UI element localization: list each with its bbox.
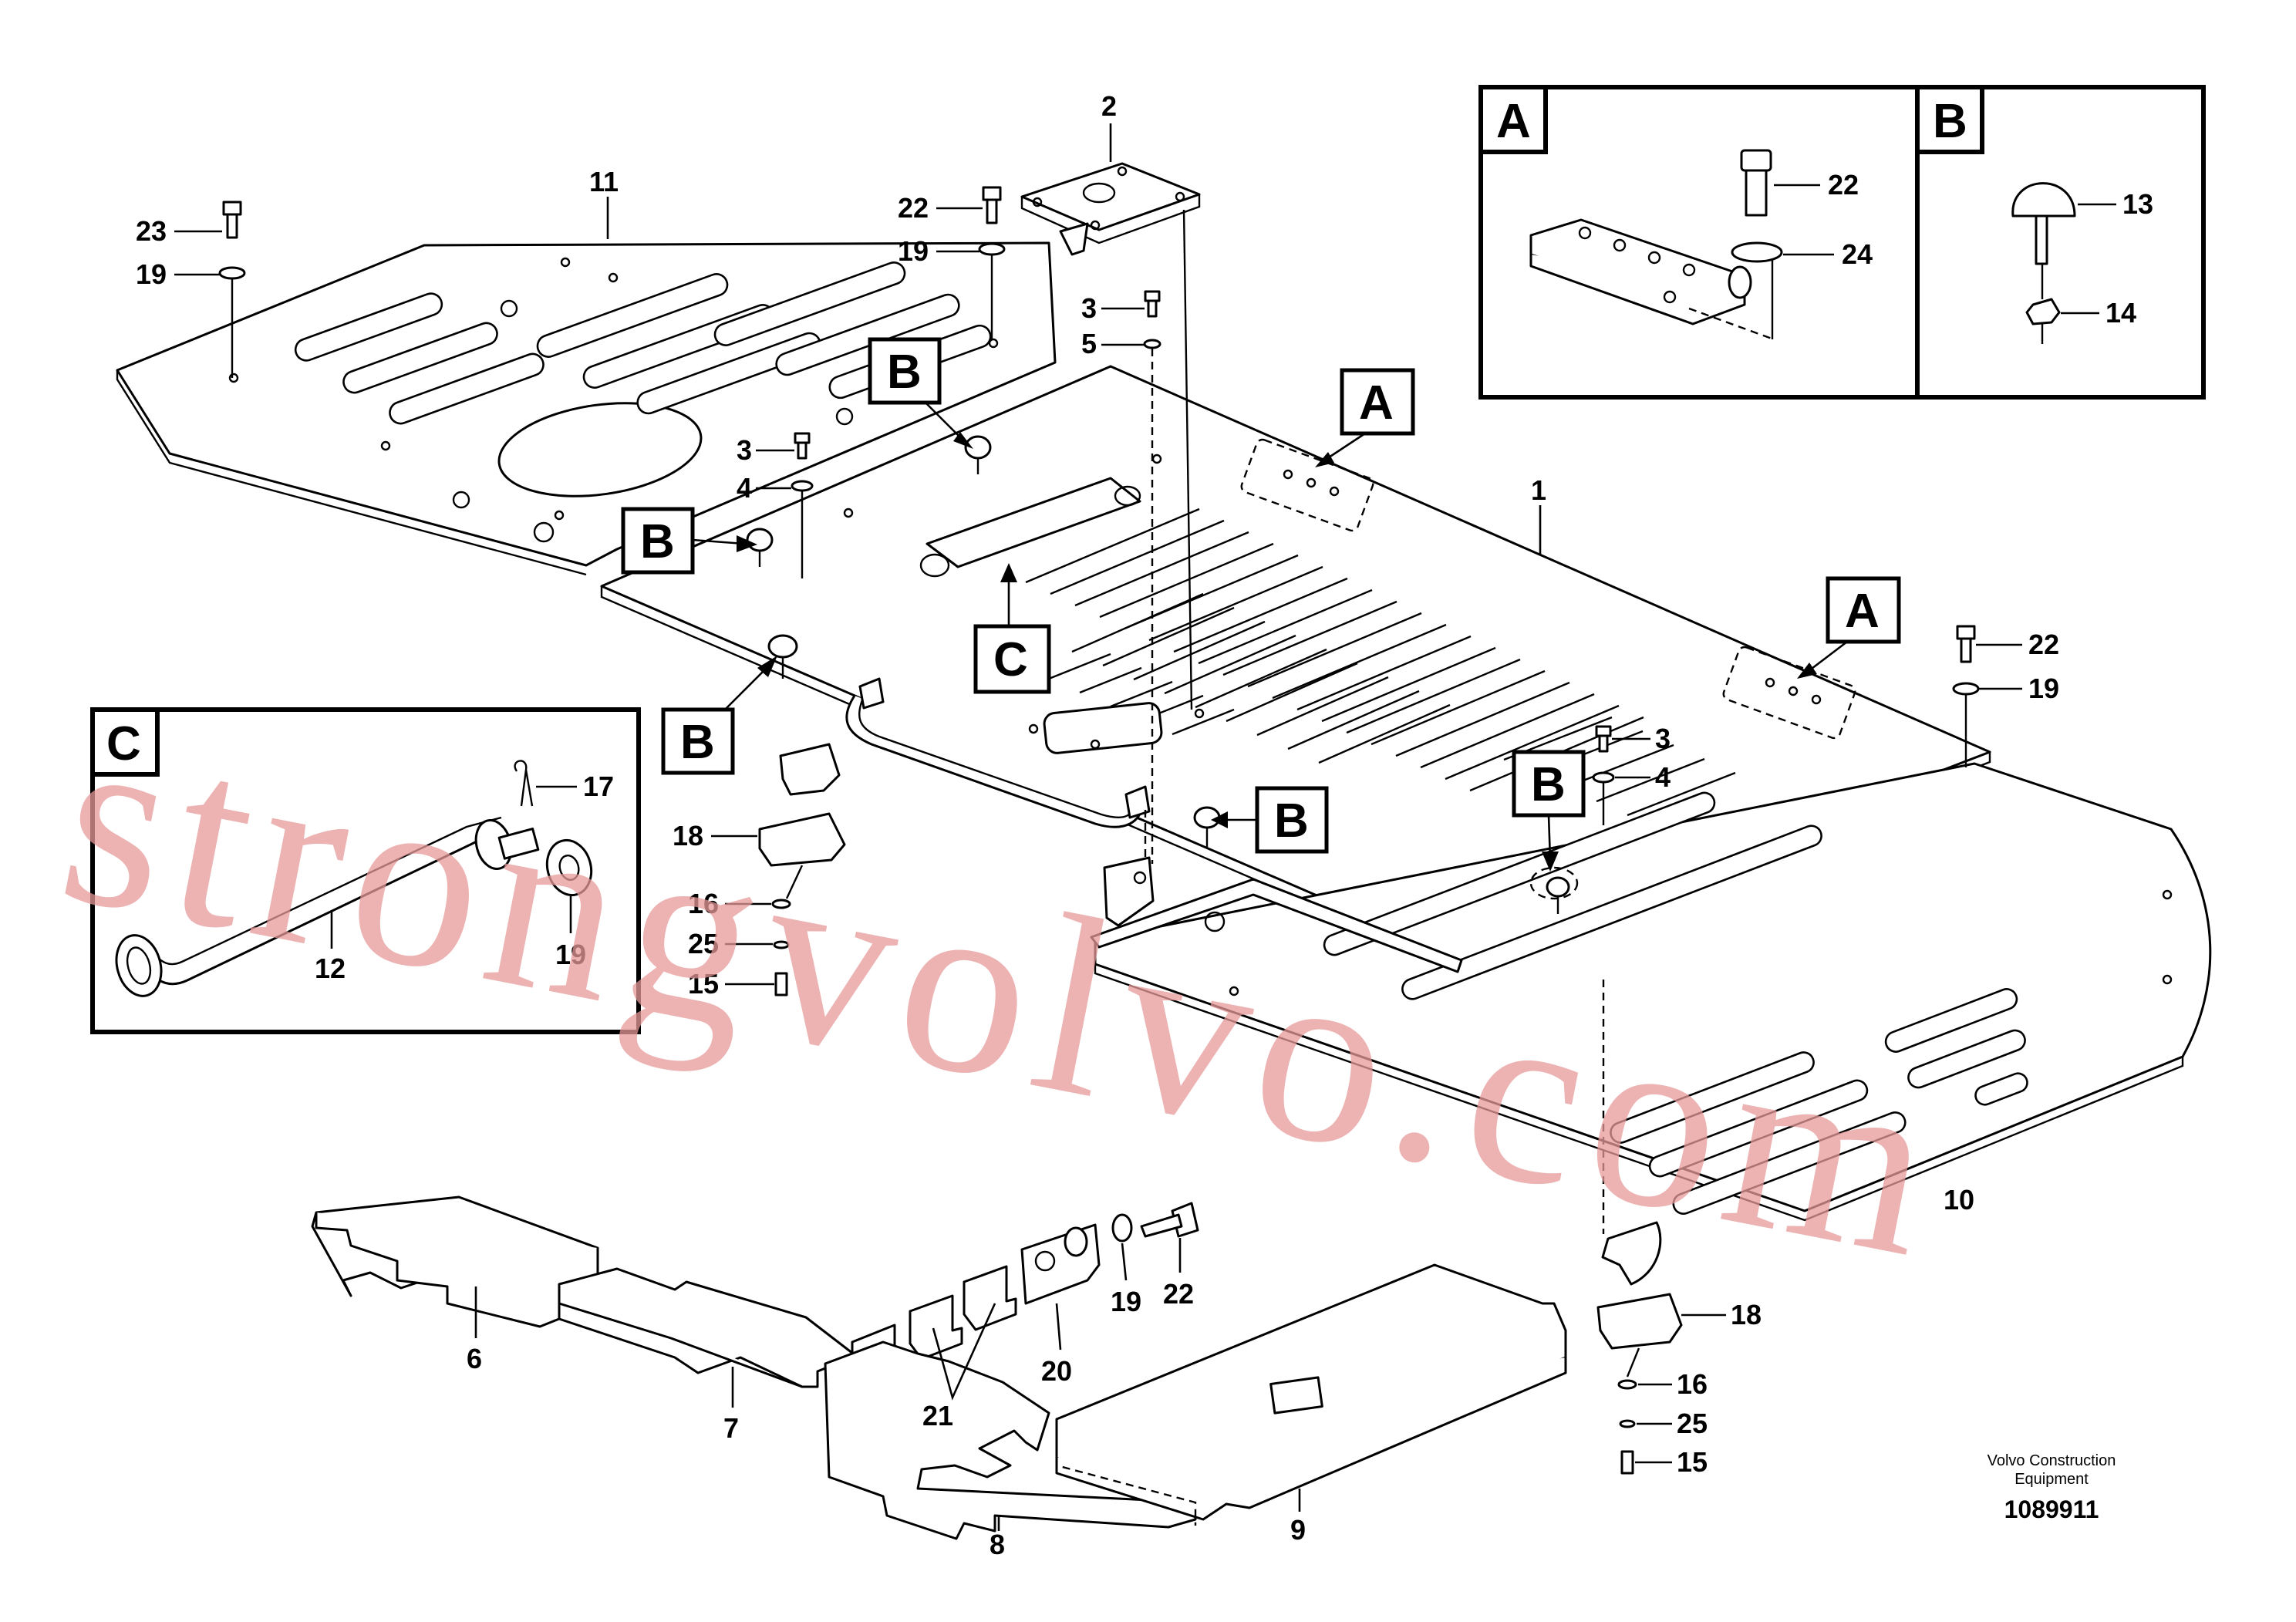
left-floor-plate (116, 241, 1057, 576)
label-19-bottom: 19 (1111, 1286, 1141, 1317)
label-9: 9 (1290, 1514, 1306, 1546)
label-25-left: 25 (688, 928, 719, 959)
detail-box-a-b: A B 22 24 13 14 (1478, 85, 2206, 400)
label-22-bottom: 22 (1163, 1278, 1194, 1310)
credit-line-1: Volvo Construction (1988, 1452, 2116, 1469)
label-15-right: 15 (1677, 1446, 1708, 1478)
right-plate-slots (1323, 791, 2028, 1215)
label-8: 8 (990, 1529, 1005, 1560)
detail-label-17: 17 (583, 771, 614, 802)
label-4-left: 4 (737, 472, 752, 504)
label-16-left: 16 (688, 888, 719, 919)
label-23: 23 (136, 215, 167, 247)
hinge-outline-upper (1240, 438, 1374, 532)
main-plate-louvers (1025, 508, 1736, 817)
document-number: 1089911 (2004, 1496, 2099, 1523)
label-25-right: 25 (1677, 1408, 1708, 1439)
detail-b-title: B (1933, 95, 1967, 148)
label-11: 11 (589, 166, 619, 197)
label-22-top: 22 (898, 192, 929, 224)
fastener-stacks (218, 186, 1980, 1234)
label-5: 5 (1081, 328, 1097, 359)
main-floor-plate (600, 365, 1991, 969)
label-4-right: 4 (1655, 761, 1671, 793)
label-22-right: 22 (2028, 629, 2059, 660)
credit-block: Volvo Construction Equipment 1089911 (1988, 1452, 2116, 1523)
bottom-panels (311, 1195, 1567, 1540)
label-18-left: 18 (673, 820, 703, 851)
detail-label-24: 24 (1842, 238, 1873, 270)
label-6: 6 (467, 1343, 482, 1374)
label-3-right: 3 (1655, 723, 1671, 754)
right-door-panel (1090, 878, 1463, 973)
tag-b-5: B (1531, 758, 1566, 811)
detail-label-19: 19 (555, 939, 586, 970)
detail-label-12: 12 (315, 953, 346, 984)
detail-label-13: 13 (2122, 188, 2153, 220)
hinge-outline-lower (1722, 646, 1856, 740)
label-16-right: 16 (1677, 1368, 1708, 1400)
tag-a-2: A (1845, 585, 1880, 638)
label-19-top: 19 (898, 235, 929, 267)
label-19-right: 19 (2028, 673, 2059, 704)
label-18-right: 18 (1731, 1299, 1762, 1330)
right-floor-plate (1094, 762, 2212, 1222)
label-3-top: 3 (1081, 292, 1097, 324)
label-2: 2 (1101, 90, 1117, 122)
detail-c-title: C (106, 717, 141, 771)
detail-label-22: 22 (1828, 169, 1859, 201)
tag-b-2: B (640, 515, 675, 568)
detail-label-14: 14 (2106, 297, 2136, 329)
tag-b-4: B (1274, 794, 1309, 848)
left-plate-slots (294, 261, 992, 425)
rubber-knobs (746, 435, 1579, 914)
credit-line-2: Equipment (2014, 1471, 2089, 1488)
label-10: 10 (1944, 1184, 1974, 1216)
label-3-left: 3 (737, 434, 752, 466)
label-19-left: 19 (136, 258, 167, 290)
brackets (779, 743, 1662, 1286)
detail-a-title: A (1496, 95, 1531, 148)
label-21: 21 (922, 1400, 953, 1431)
latch-assembly (1020, 162, 1201, 256)
label-1: 1 (1531, 474, 1546, 506)
detail-tags: B B B B B C A A (621, 337, 1901, 872)
detail-box-c: C 17 19 12 (90, 707, 641, 1034)
rubber-pads (758, 812, 1683, 1475)
tag-a-1: A (1359, 376, 1394, 430)
label-20: 20 (1041, 1355, 1072, 1387)
tag-b-3: B (680, 716, 715, 769)
bottom-fasteners (851, 1202, 1199, 1390)
grab-handle-assembly (845, 477, 1151, 828)
label-7: 7 (723, 1412, 739, 1444)
tag-b-1: B (887, 346, 922, 399)
tag-c-1: C (993, 633, 1028, 686)
label-15-left: 15 (688, 968, 719, 1000)
part-labels: 1 2 11 23 19 22 19 3 5 3 4 22 19 3 (136, 90, 2059, 1560)
